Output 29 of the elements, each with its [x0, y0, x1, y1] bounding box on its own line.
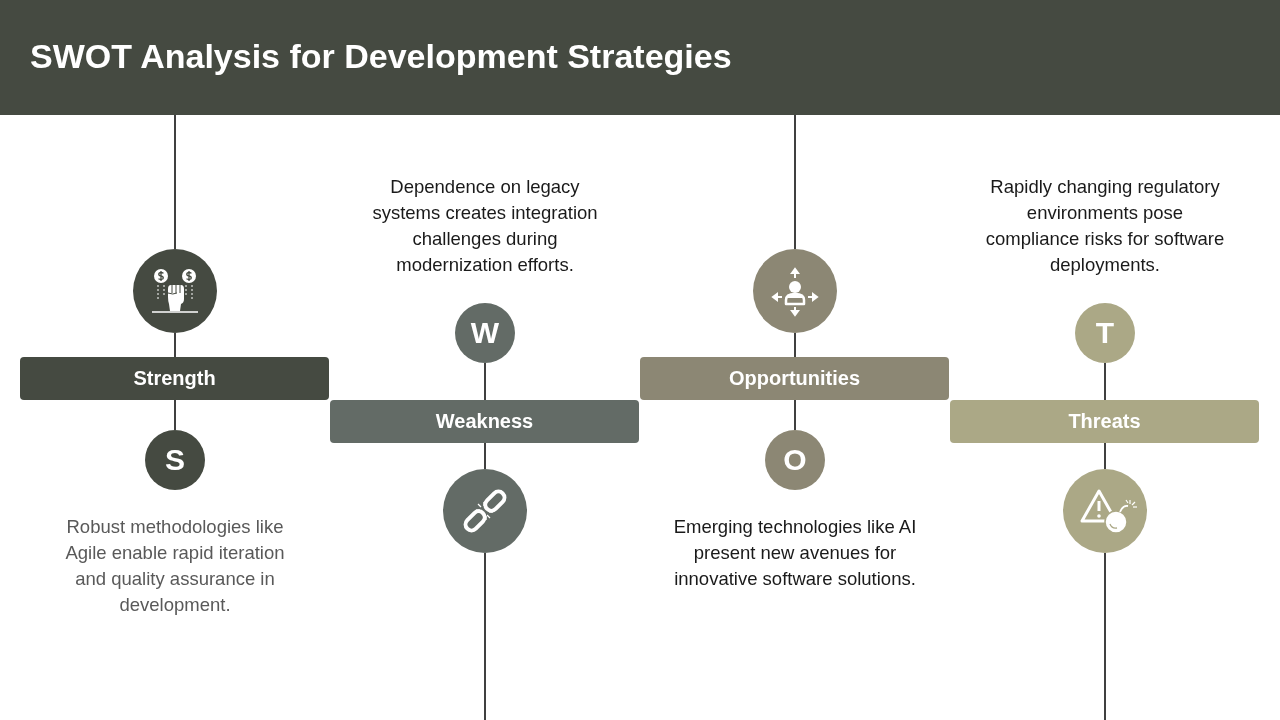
heading-bar: Weakness: [330, 400, 639, 443]
connector-line: [484, 362, 486, 401]
letter-circle: W: [455, 303, 515, 363]
heading-bar: Threats: [950, 400, 1259, 443]
description-text: Emerging technologies like AI present new avenues for innovative software solutions.: [672, 515, 918, 591]
letter-circle: S: [145, 430, 205, 490]
connector-line: [174, 114, 176, 250]
broken-chain-icon: [443, 469, 527, 553]
person-arrows-icon: [753, 249, 837, 333]
description-text: Rapidly changing regulatory environments pose compliance risks for software deployments.: [984, 175, 1226, 277]
connector-line: [794, 332, 796, 358]
connector-line: [174, 332, 176, 358]
warning-bomb-icon: [1063, 469, 1147, 553]
connector-line: [484, 442, 486, 470]
connector-line: [794, 399, 796, 431]
connector-line: [484, 552, 486, 720]
heading-bar: Opportunities: [640, 357, 949, 400]
heading-bar: Strength: [20, 357, 329, 400]
letter-circle: O: [765, 430, 825, 490]
connector-line: [174, 399, 176, 431]
slide-title: SWOT Analysis for Development Strategies: [30, 36, 732, 77]
description-text: Dependence on legacy systems creates integration challenges during modernization efforts.: [371, 175, 599, 277]
raised-fist-coins-icon: [133, 249, 217, 333]
connector-line: [1104, 552, 1106, 720]
connector-line: [1104, 362, 1106, 401]
letter-circle: T: [1075, 303, 1135, 363]
connector-line: [794, 114, 796, 250]
connector-line: [1104, 442, 1106, 470]
description-text: Robust methodologies like Agile enable rapid iteration and quality assurance in development.: [64, 515, 286, 617]
